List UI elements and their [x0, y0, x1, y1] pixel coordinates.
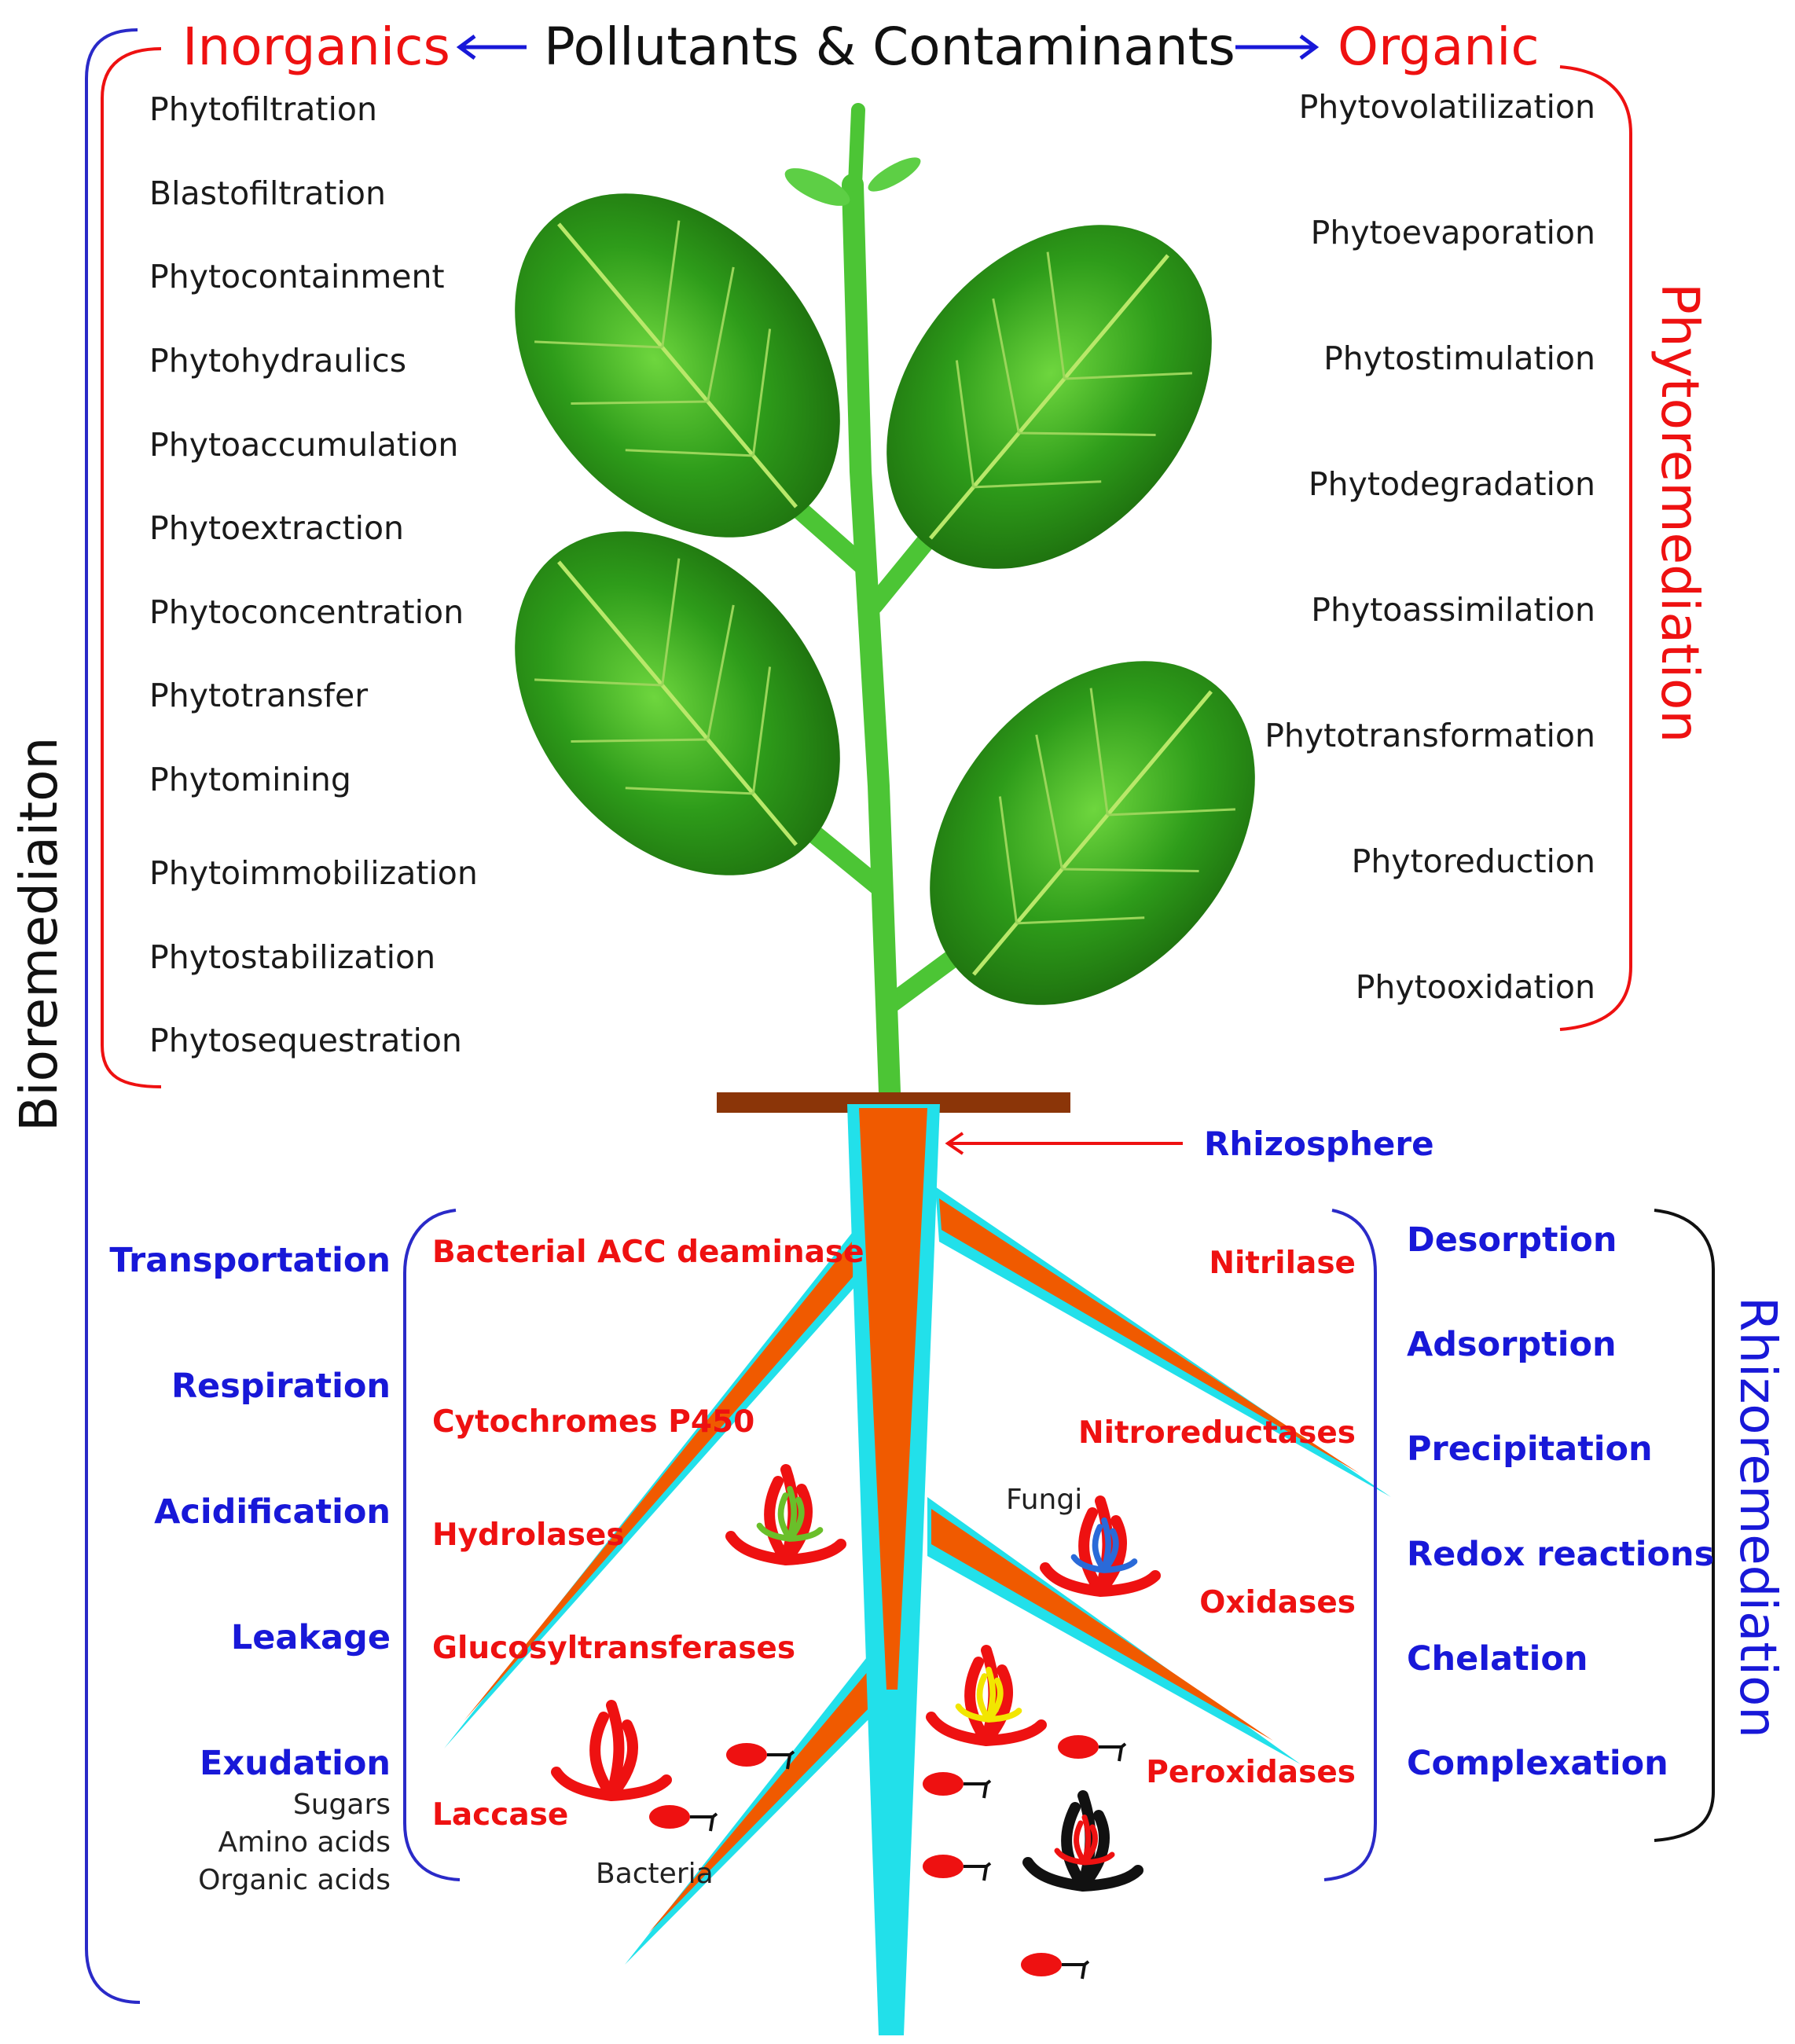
root-function: Respiration	[171, 1367, 391, 1406]
rhizo-process: Precipitation	[1407, 1429, 1653, 1469]
rhizo-process-list: Desorption Adsorption Precipitation Redo…	[1407, 1220, 1714, 1783]
organic-process: Phytoevaporation	[1311, 214, 1595, 251]
inorganic-process: Phytohydraulics	[149, 342, 406, 380]
root-function: Exudation	[200, 1744, 391, 1783]
rhizoremediation-bracket	[1654, 1209, 1715, 1842]
plant-sprout	[848, 103, 865, 192]
enzyme-bracket-right	[1323, 1209, 1377, 1881]
organic-process: Phytostimulation	[1323, 339, 1595, 377]
bacteria-label: Bacteria	[596, 1858, 714, 1890]
plant-illustration	[448, 103, 1321, 1103]
rhizo-process: Chelation	[1407, 1639, 1588, 1679]
organic-process: Phytoreduction	[1352, 842, 1595, 880]
inorganic-process: Phytotransfer	[149, 677, 368, 714]
inorganic-process: Phytosequestration	[149, 1022, 462, 1059]
bacterium-icon	[1019, 1951, 1090, 1980]
sprout-leaf	[784, 168, 850, 206]
enzyme-label: Glucosyltransferases	[432, 1631, 795, 1666]
rhizosphere-label: Rhizosphere	[1204, 1125, 1434, 1163]
lateral-root	[939, 1198, 1360, 1473]
inorganic-bracket	[101, 47, 162, 1088]
enzyme-label: Hydrolases	[432, 1517, 625, 1553]
enzyme-bracket-left	[403, 1209, 461, 1881]
inorganic-process: Phytofiltration	[149, 90, 377, 128]
bacterium-icon	[1056, 1734, 1127, 1763]
phytoremediation-title: Phytoremediation	[1650, 283, 1710, 743]
rhizosphere-arrow	[945, 1132, 1183, 1155]
exudate-item: Amino acids	[218, 1826, 391, 1859]
enzyme-label: Nitroreductases	[1078, 1415, 1356, 1451]
bacterium-icon	[921, 1853, 992, 1882]
bioremediation-title: Bioremediaiton	[9, 737, 69, 1132]
organic-process: Phytotransformation	[1265, 717, 1595, 754]
fungus-icon	[731, 1470, 841, 1560]
inorganic-process: Phytoaccumulation	[149, 426, 458, 464]
inorganic-process: Phytoextraction	[149, 509, 404, 547]
header-organic: Organic	[1338, 17, 1540, 77]
organic-process-list: Phytovolatilization Phytoevaporation Phy…	[1265, 88, 1595, 1006]
bacterium-icon	[921, 1771, 992, 1800]
inorganic-process: Phytomining	[149, 761, 351, 798]
organic-bracket	[1559, 65, 1632, 1031]
rhizo-process: Complexation	[1407, 1744, 1668, 1783]
inorganic-process: Phytostabilization	[149, 938, 435, 976]
rhizo-process: Adsorption	[1407, 1325, 1617, 1364]
enzyme-label: Peroxidases	[1146, 1755, 1356, 1790]
enzyme-label: Cytochromes P450	[432, 1404, 754, 1440]
inorganic-process-list: Phytofiltration Blastofiltration Phytoco…	[149, 90, 478, 1059]
exudate-item: Sugars	[293, 1789, 391, 1821]
fungus-icon	[931, 1650, 1041, 1741]
rhizoremediation-title: Rhizoremediation	[1728, 1297, 1786, 1738]
exudate-item: Organic acids	[198, 1864, 391, 1896]
lateral-root	[648, 1666, 875, 1933]
inorganic-process: Phytoimmobilization	[149, 854, 478, 892]
inorganic-process: Phytocontainment	[149, 258, 445, 295]
fungus-icon	[1028, 1796, 1138, 1886]
inorganic-process: Blastofiltration	[149, 174, 386, 212]
header-inorganics: Inorganics	[182, 17, 450, 77]
inorganic-process: Phytoconcentration	[149, 593, 464, 631]
fungus-icon	[556, 1705, 666, 1796]
root-function: Leakage	[231, 1618, 391, 1657]
taproot-core	[859, 1108, 927, 1690]
lateral-root	[931, 1509, 1273, 1741]
exudate-list: Sugars Amino acids Organic acids	[198, 1789, 391, 1896]
organic-process: Phytooxidation	[1356, 968, 1595, 1006]
lateral-root	[464, 1238, 855, 1721]
bacterium-icon	[648, 1804, 718, 1833]
rhizo-process: Desorption	[1407, 1220, 1617, 1260]
organic-process: Phytovolatilization	[1299, 88, 1595, 126]
root-function: Acidification	[154, 1492, 391, 1532]
sprout-leaf	[868, 157, 921, 192]
fungi-label: Fungi	[1006, 1484, 1082, 1516]
enzyme-label: Oxidases	[1199, 1585, 1356, 1620]
bioremediation-bracket	[85, 28, 141, 2004]
arrow-left-icon	[456, 34, 527, 61]
plant-leaf	[863, 597, 1321, 1069]
enzyme-label: Laccase	[432, 1797, 568, 1833]
arrow-right-icon	[1235, 34, 1320, 61]
header-title: Pollutants & Contaminants	[544, 17, 1235, 77]
organic-process: Phytodegradation	[1309, 465, 1595, 503]
enzyme-list-left: Bacterial ACC deaminase Cytochromes P450…	[432, 1235, 864, 1833]
enzyme-list-right: Nitrilase Nitroreductases Oxidases Perox…	[1078, 1246, 1356, 1790]
plant-stem	[842, 174, 901, 1103]
enzyme-label: Nitrilase	[1209, 1246, 1356, 1281]
root-system	[444, 1104, 1391, 2035]
organic-process: Phytoassimilation	[1311, 591, 1595, 629]
root-function: Transportation	[109, 1241, 391, 1280]
enzyme-label: Bacterial ACC deaminase	[432, 1235, 864, 1270]
rhizo-process: Redox reactions	[1407, 1535, 1714, 1574]
lateral-root	[935, 1187, 1391, 1497]
plant-leaf	[820, 161, 1278, 633]
root-function-list: Transportation Respiration Acidification…	[109, 1241, 391, 1783]
